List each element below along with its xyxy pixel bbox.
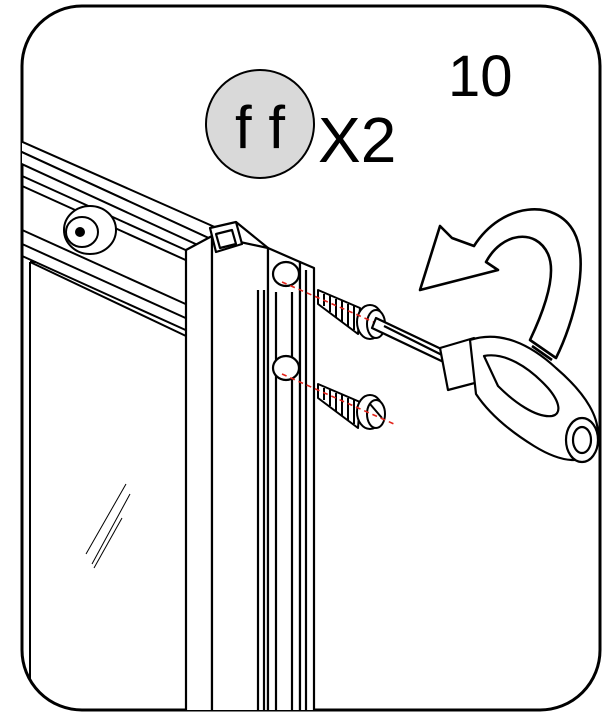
step-number: 10 bbox=[448, 44, 513, 109]
glass-panel bbox=[29, 261, 187, 710]
upper-mounting-hole bbox=[271, 260, 301, 288]
screwdriver-icon bbox=[370, 316, 600, 464]
screw-icon bbox=[317, 383, 386, 430]
badge-circle bbox=[205, 69, 315, 179]
part-code: f f bbox=[235, 94, 285, 161]
wall-profile bbox=[184, 220, 316, 710]
curved-arrow-icon bbox=[418, 208, 582, 362]
lower-mounting-hole bbox=[271, 354, 301, 382]
hardware-badge: f f X2 bbox=[205, 69, 396, 179]
part-quantity: X2 bbox=[318, 104, 396, 176]
door-roller bbox=[63, 205, 117, 255]
